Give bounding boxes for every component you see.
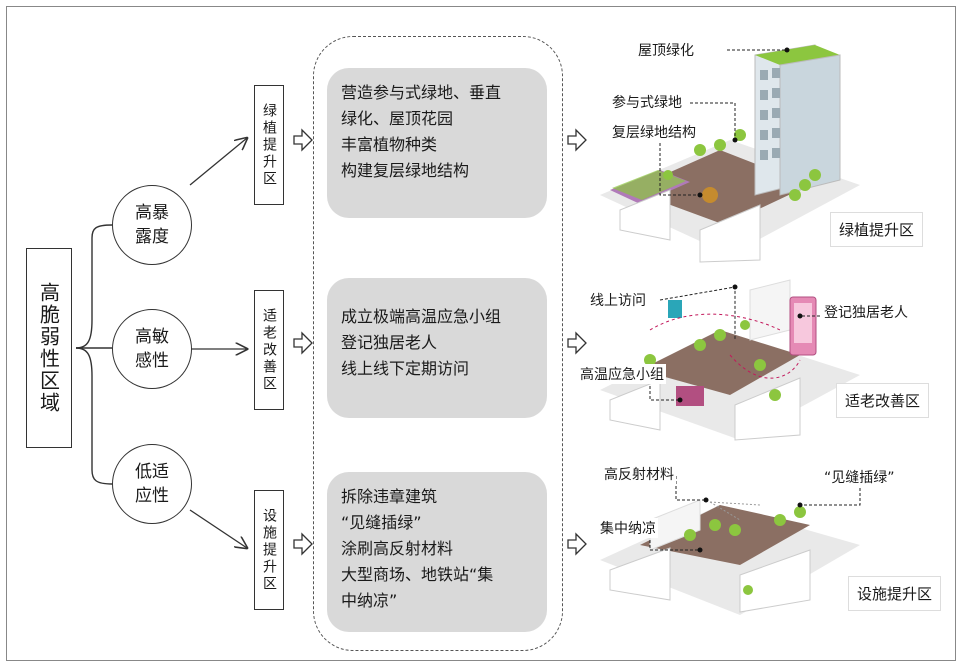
measures-panel (313, 36, 563, 651)
callout-reflective-material: 高反射材料 (602, 464, 676, 484)
measures-box-facility: 拆除违章建筑 “见缝插绿” 涂刷高反射材料 大型商场、地铁站“集 中纳凉” (327, 472, 547, 632)
category-label-line: 应性 (135, 486, 169, 506)
category-label-line: 露度 (135, 227, 169, 247)
measures-box-elderly: 成立极端高温应急小组 登记独居老人 线上线下定期访问 (327, 278, 547, 418)
category-circle-adaptability: 低适应性 (112, 444, 192, 524)
root-bracket (75, 224, 113, 349)
callout-participatory-green: 参与式绿地 (610, 92, 684, 112)
measure-item: 营造参与式绿地、垂直 (341, 83, 502, 102)
category-circle-sensitivity: 高敏感性 (112, 309, 192, 389)
zone-box-greening: 绿植提升区 (254, 85, 284, 205)
scene-greening-illustration (600, 44, 860, 263)
zone-label: 设施提升区 (261, 507, 277, 593)
zone-label: 适老改善区 (261, 307, 277, 393)
measure-item: 涂刷高反射材料 (341, 539, 454, 558)
zone-label: 绿植提升区 (261, 102, 277, 188)
scene-label-greening: 绿植提升区 (830, 212, 924, 247)
zone-box-elderly: 适老改善区 (254, 290, 284, 410)
measure-item: 成立极端高温应急小组 (341, 307, 502, 326)
callout-infill-green: “见缝插绿” (822, 467, 897, 487)
measure-item: 丰富植物种类 (341, 135, 438, 154)
category-label-line: 低适 (135, 462, 169, 482)
hollow-arrows (293, 128, 587, 556)
measure-item: “见缝插绿” (341, 513, 422, 532)
scene-elderly-illustration (600, 279, 860, 441)
measure-item: 登记独居老人 (341, 333, 438, 352)
root-box: 高脆弱性区域 (26, 248, 72, 448)
callout-heat-team: 高温应急小组 (578, 364, 666, 384)
callout-layered-green: 复层绿地结构 (610, 122, 698, 142)
callout-register-elderly: 登记独居老人 (822, 302, 910, 322)
callout-roof-greening: 屋顶绿化 (636, 40, 696, 60)
callout-online-visit: 线上访问 (588, 290, 648, 310)
category-circle-exposure: 高暴露度 (112, 185, 192, 265)
measure-item: 构建复层绿地结构 (341, 161, 470, 180)
measure-item: 拆除违章建筑 (341, 487, 438, 506)
scene-label-elderly: 适老改善区 (836, 383, 930, 418)
scene-label-facility: 设施提升区 (848, 576, 942, 611)
measure-item: 线上线下定期访问 (341, 359, 470, 378)
callout-cooling-center: 集中纳凉 (598, 518, 658, 538)
category-label-line: 高敏 (135, 327, 169, 347)
category-label-line: 感性 (135, 351, 169, 371)
diagram-frame (6, 6, 956, 661)
category-label-line: 高暴 (135, 203, 169, 223)
measure-item: 绿化、屋顶花园 (341, 109, 454, 128)
measures-box-greening: 营造参与式绿地、垂直 绿化、屋顶花园 丰富植物种类 构建复层绿地结构 (327, 68, 547, 218)
callout-leaders (649, 49, 861, 551)
zone-box-facility: 设施提升区 (254, 490, 284, 610)
root-label: 高脆弱性区域 (36, 282, 61, 414)
measure-item: 大型商场、地铁站“集 (341, 565, 494, 584)
measure-item: 中纳凉” (341, 591, 398, 610)
